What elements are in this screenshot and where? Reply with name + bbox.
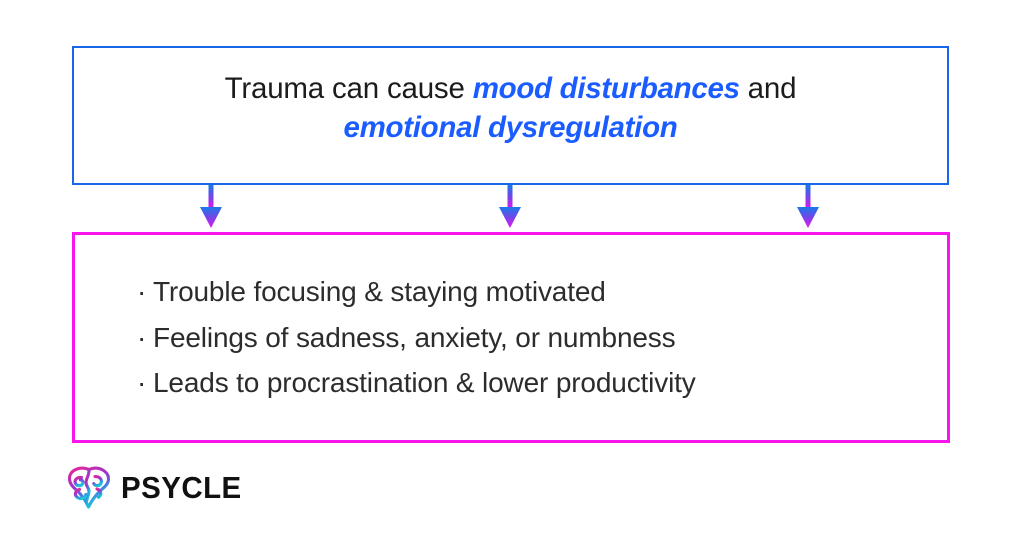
cause-statement: Trauma can cause mood disturbances and e… xyxy=(225,70,797,162)
cause-line1-prefix: Trauma can cause xyxy=(224,71,473,105)
bullet-dot-icon: · xyxy=(137,321,147,353)
list-item: · Leads to procrastination & lower produ… xyxy=(137,360,947,405)
bullet-dot-icon: · xyxy=(137,276,147,308)
list-item: · Trouble focusing & staying motivated xyxy=(137,269,947,314)
cause-line1-suffix: and xyxy=(739,71,797,105)
effect-label-3: Leads to procrastination & lower product… xyxy=(153,367,696,399)
arrow-down-icon-center xyxy=(497,185,523,230)
effects-list: · Trouble focusing & staying motivated ·… xyxy=(75,269,947,405)
bullet-dot-icon: · xyxy=(137,367,147,399)
effect-label-1: Trouble focusing & staying motivated xyxy=(153,276,606,308)
cause-highlight-mood-disturbances: mood disturbances xyxy=(472,71,740,105)
arrow-down-icon-left xyxy=(198,185,224,230)
effect-label-2: Feelings of sadness, anxiety, or numbnes… xyxy=(153,321,676,353)
arrow-down-icon-right xyxy=(795,185,821,230)
brand-wordmark: PSYCLE xyxy=(121,469,242,505)
effects-box: · Trouble focusing & staying motivated ·… xyxy=(72,232,950,443)
cause-highlight-emotional-dysregulation: emotional dysregulation xyxy=(343,110,678,144)
list-item: · Feelings of sadness, anxiety, or numbn… xyxy=(137,315,947,360)
cause-box: Trauma can cause mood disturbances and e… xyxy=(72,46,949,185)
brain-swirl-icon xyxy=(64,462,114,512)
brand-logo: PSYCLE xyxy=(64,462,248,512)
